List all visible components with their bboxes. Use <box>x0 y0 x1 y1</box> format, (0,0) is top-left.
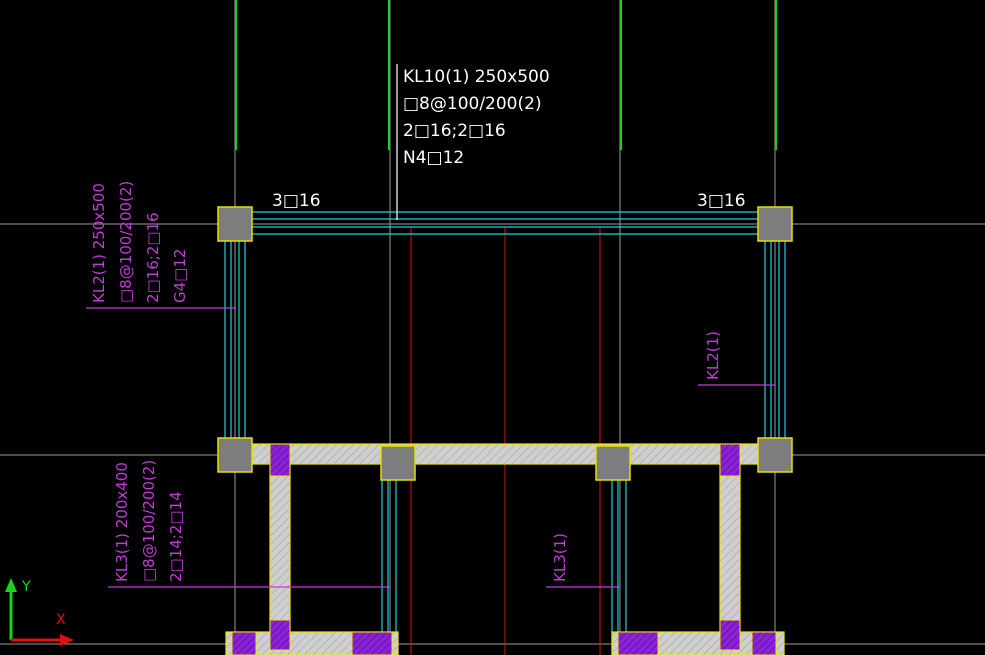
wall-vertical-right <box>719 463 741 635</box>
green-column-lines <box>235 0 777 150</box>
beam-annotation-kl3-left[interactable]: KL3(1) 200x400 □8@100/200(2) 2□14;2□14 <box>113 460 185 582</box>
kl3-left-line-3: 2□14;2□14 <box>167 491 185 582</box>
columns[interactable] <box>217 206 793 481</box>
wall-vertical-left <box>269 463 291 635</box>
column-c6 <box>595 445 631 481</box>
kl3-left-line-2: □8@100/200(2) <box>140 460 158 582</box>
column-c3 <box>217 437 253 473</box>
beam-outlines[interactable] <box>224 211 786 655</box>
kl2-left-line-3: 2□16;2□16 <box>144 212 162 303</box>
rebar-label-top-left: 3□16 <box>272 191 321 211</box>
kl10-line-3: 2□16;2□16 <box>403 121 506 141</box>
ucs-x-label: X <box>56 612 66 628</box>
beam-annotation-kl2-left[interactable]: KL2(1) 250x500 □8@100/200(2) 2□16;2□16 G… <box>90 181 189 303</box>
beam-annotation-kl3-mid[interactable]: KL3(1) <box>551 533 569 582</box>
red-reference-lines <box>410 228 601 655</box>
kl10-line-4: N4□12 <box>403 148 464 168</box>
kl10-line-2: □8@100/200(2) <box>403 94 542 114</box>
ucs-y-label: Y <box>21 579 31 595</box>
kl2-left-line-2: □8@100/200(2) <box>117 181 135 303</box>
kl2-left-line-1: KL2(1) 250x500 <box>90 183 108 303</box>
ucs-axis-icon: Y X <box>5 578 74 646</box>
beam-annotation-kl2-right[interactable]: KL2(1) <box>704 331 722 380</box>
column-c4 <box>757 437 793 473</box>
column-c1 <box>217 206 253 242</box>
wall-horizontal-main <box>251 443 759 465</box>
beam-annotation-kl10[interactable]: KL10(1) 250x500 □8@100/200(2) 2□16;2□16 … <box>403 67 550 168</box>
kl3-left-line-1: KL3(1) 200x400 <box>113 462 131 582</box>
column-c2 <box>757 206 793 242</box>
rebar-label-top-right: 3□16 <box>697 191 746 211</box>
column-c5 <box>380 445 416 481</box>
leader-lines <box>86 64 775 588</box>
edge-member-zones[interactable] <box>231 443 777 655</box>
kl2-left-line-4: G4□12 <box>171 249 189 303</box>
kl10-line-1: KL10(1) 250x500 <box>403 67 550 87</box>
